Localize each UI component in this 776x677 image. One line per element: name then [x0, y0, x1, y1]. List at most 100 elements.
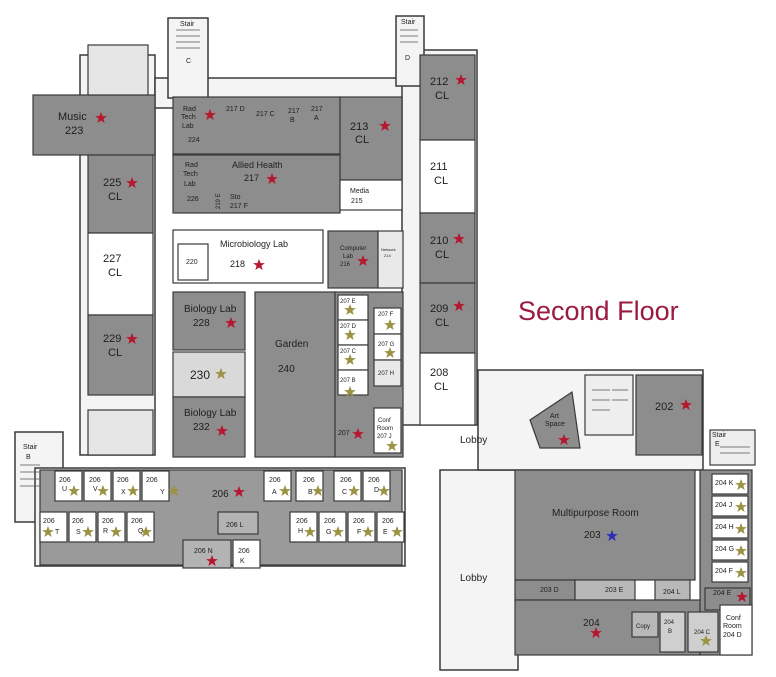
room-204k[interactable] [711, 473, 749, 495]
room-202[interactable] [635, 374, 703, 456]
lobby-upper: Lobby [460, 435, 487, 446]
room-206a[interactable] [263, 470, 292, 502]
room-206y[interactable] [141, 470, 170, 502]
svg-text:Sto: Sto [230, 194, 241, 201]
svg-text:202: 202 [655, 401, 673, 413]
room-206h[interactable] [289, 511, 318, 543]
svg-text:206: 206 [269, 477, 281, 484]
room-214-network[interactable] [377, 230, 404, 289]
room-206d[interactable] [362, 470, 391, 502]
svg-text:Space: Space [545, 421, 565, 428]
svg-text:Conf: Conf [726, 615, 741, 622]
svg-text:B: B [290, 117, 295, 124]
room-206e[interactable] [376, 511, 405, 543]
svg-text:Network: Network [381, 247, 396, 252]
room-209[interactable] [419, 282, 476, 354]
svg-text:206: 206 [212, 489, 229, 500]
room-210[interactable] [419, 212, 476, 284]
svg-text:E: E [383, 529, 388, 536]
room-208[interactable] [419, 352, 476, 426]
svg-text:R: R [103, 528, 108, 535]
svg-text:226: 226 [187, 196, 199, 203]
room-206n[interactable] [182, 539, 232, 569]
room-204j[interactable] [711, 495, 749, 517]
room-223-music[interactable] [32, 94, 156, 156]
svg-text:204 L: 204 L [663, 589, 681, 596]
room-213[interactable] [339, 96, 403, 181]
room-207f[interactable] [373, 307, 402, 335]
svg-text:Tech: Tech [181, 114, 196, 121]
svg-text:224: 224 [188, 137, 200, 144]
svg-text:Lab: Lab [343, 254, 354, 260]
svg-text:G: G [326, 529, 331, 536]
svg-text:209: 209 [430, 303, 448, 315]
svg-text:206: 206 [59, 477, 71, 484]
room-206b[interactable] [295, 470, 324, 502]
svg-text:D: D [405, 55, 410, 62]
svg-text:Room: Room [723, 623, 742, 630]
room-220[interactable] [177, 243, 209, 281]
room-227[interactable] [87, 232, 154, 316]
room-206t[interactable] [39, 511, 68, 543]
svg-text:206: 206 [43, 518, 55, 525]
svg-text:Lab: Lab [184, 181, 196, 188]
svg-text:211: 211 [430, 161, 448, 173]
svg-text:217 D: 217 D [226, 106, 245, 113]
svg-text:227: 227 [103, 253, 121, 265]
room-228-biology-lab[interactable] [172, 291, 246, 351]
room-204d-conf-room[interactable] [719, 604, 753, 656]
room-206g[interactable] [318, 511, 347, 543]
room-204h[interactable] [711, 517, 749, 539]
room-206c[interactable] [333, 470, 362, 502]
room-206k[interactable] [232, 539, 261, 569]
room-203-multipurpose-room[interactable] [514, 469, 696, 581]
room-207d[interactable] [337, 319, 369, 346]
room-204g[interactable] [711, 539, 749, 561]
svg-text:B: B [26, 454, 31, 461]
room-labels: Stair C Stair D Stair B Stair E Music 22… [23, 19, 742, 639]
room-224-rad-tech-lab[interactable] [172, 96, 341, 155]
room-206r[interactable] [97, 511, 126, 543]
svg-text:Conf: Conf [378, 418, 391, 424]
room-art-space[interactable] [529, 390, 581, 449]
svg-text:228: 228 [193, 318, 210, 329]
room-207j-conf-room[interactable] [373, 407, 402, 454]
svg-text:206 N: 206 N [194, 548, 213, 555]
room-215-media[interactable] [339, 179, 403, 211]
room-206q[interactable] [126, 511, 155, 543]
room-212[interactable] [419, 54, 476, 141]
room-226-rad-tech-lab[interactable] [172, 154, 341, 214]
room-copy[interactable] [631, 611, 659, 638]
svg-text:D: D [374, 487, 379, 494]
room-204c[interactable] [687, 611, 719, 653]
room-229[interactable] [87, 314, 154, 396]
svg-text:204 G: 204 G [715, 546, 734, 553]
room-206v[interactable] [83, 470, 112, 502]
svg-text:207: 207 [338, 430, 350, 437]
svg-text:206: 206 [353, 518, 365, 525]
svg-text:203: 203 [584, 530, 601, 541]
room-232-biology-lab[interactable] [172, 396, 246, 458]
svg-text:203 E: 203 E [605, 587, 624, 594]
svg-text:B: B [668, 629, 672, 635]
room-225[interactable] [87, 154, 154, 234]
svg-text:207 J: 207 J [377, 434, 392, 440]
room-206f[interactable] [347, 511, 376, 543]
svg-text:A: A [272, 489, 277, 496]
room-206x[interactable] [112, 470, 141, 502]
lobby-lower: Lobby [460, 573, 487, 584]
svg-text:CL: CL [355, 134, 369, 146]
room-211[interactable] [419, 139, 476, 214]
room-204f[interactable] [711, 561, 749, 583]
room-240-garden[interactable] [254, 291, 336, 458]
room-206l[interactable] [217, 511, 259, 535]
room-216-computer-lab[interactable] [327, 230, 379, 289]
room-230[interactable] [172, 351, 246, 398]
svg-text:217 C: 217 C [256, 111, 275, 118]
room-207h[interactable] [373, 359, 402, 387]
room-206u[interactable] [54, 470, 83, 502]
room-206s[interactable] [68, 511, 97, 543]
room-204b[interactable] [659, 611, 686, 653]
svg-text:204: 204 [664, 620, 675, 626]
